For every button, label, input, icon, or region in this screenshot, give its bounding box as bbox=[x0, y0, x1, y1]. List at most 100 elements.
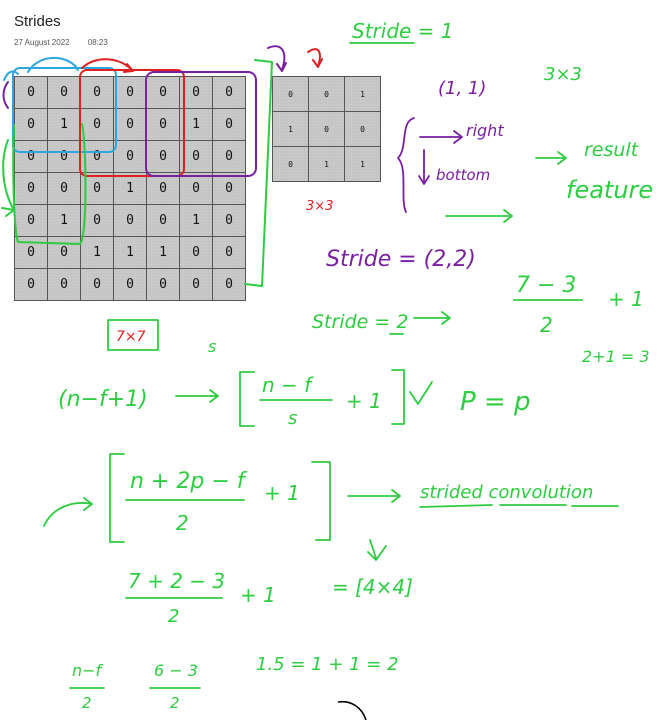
small-den1: 2 bbox=[82, 694, 92, 712]
formula1-den: s bbox=[288, 408, 297, 429]
origin-text: (1, 1) bbox=[438, 78, 486, 99]
green-left-arrow bbox=[1, 207, 15, 217]
input-matrix-cell: 0 bbox=[113, 268, 147, 301]
strided-conv-text: strided convolution bbox=[420, 482, 593, 503]
blue-window-box bbox=[12, 67, 117, 153]
kernel-matrix-cell: 1 bbox=[272, 111, 309, 147]
stride2-arrow bbox=[413, 311, 451, 325]
feature-arrow bbox=[445, 209, 513, 223]
input-matrix-cell: 0 bbox=[80, 268, 114, 301]
input-matrix-cell: 0 bbox=[47, 236, 81, 269]
note-date: 27 August 2022 bbox=[14, 38, 70, 47]
plus1-d: + 1 bbox=[240, 583, 276, 607]
note-time: 08:23 bbox=[87, 38, 108, 47]
input-matrix-cell: 0 bbox=[47, 76, 81, 109]
bottom-text: bottom bbox=[436, 166, 490, 184]
stride22-text: Stride = (2,2) bbox=[326, 247, 476, 272]
input-matrix-cell: 0 bbox=[212, 140, 246, 173]
plus1-c: + 1 bbox=[264, 481, 300, 505]
green-window-box-left bbox=[12, 123, 87, 245]
formula2-curl-arrow bbox=[43, 497, 93, 527]
input-matrix-cell: 0 bbox=[146, 172, 180, 205]
kernel-matrix-cell: 0 bbox=[308, 76, 345, 112]
kernel-matrix-cell: 1 bbox=[308, 146, 345, 182]
input-matrix-cell: 0 bbox=[179, 268, 213, 301]
formula2-den: 2 bbox=[176, 511, 189, 535]
down-arrow bbox=[418, 149, 430, 185]
green-bottom-arrow bbox=[3, 70, 19, 81]
s-label: s bbox=[208, 337, 216, 356]
input-matrix-cell: 1 bbox=[47, 108, 81, 141]
kernel-matrix-cell: 1 bbox=[344, 146, 381, 182]
small-num2: 6 − 3 bbox=[154, 661, 198, 680]
input-matrix-cell: 0 bbox=[146, 140, 180, 173]
formula2-bracket-right bbox=[311, 461, 331, 541]
input-matrix-cell: 0 bbox=[113, 108, 147, 141]
small-den2: 2 bbox=[170, 694, 180, 712]
green-left-bracket bbox=[2, 139, 15, 211]
kernel-matrix-cell: 0 bbox=[344, 111, 381, 147]
purple-window-box bbox=[145, 71, 257, 177]
strided-underline bbox=[419, 504, 619, 508]
kernel-matrix-cell: 0 bbox=[308, 111, 345, 147]
purple-brace bbox=[397, 117, 415, 213]
calc-result: = [4×4] bbox=[332, 575, 413, 599]
two-plus-one: 2+1 = 3 bbox=[582, 347, 650, 366]
calc-den: 2 bbox=[168, 606, 179, 627]
input-matrix-cell: 0 bbox=[146, 204, 180, 237]
stride1-text: Stride = 1 bbox=[352, 19, 454, 43]
formula1-arrow bbox=[175, 389, 219, 403]
p-arrow bbox=[409, 381, 433, 405]
input-matrix-cell: 1 bbox=[113, 172, 147, 205]
input-matrix-cell: 0 bbox=[14, 172, 48, 205]
input-matrix-cell: 0 bbox=[179, 172, 213, 205]
note-meta: 27 August 2022 08:23 bbox=[14, 38, 124, 47]
input-matrix-cell: 0 bbox=[14, 140, 48, 173]
blue-arrow-arc bbox=[27, 56, 79, 73]
kernel-matrix-cell: 1 bbox=[344, 76, 381, 112]
formula1-bracket-right bbox=[391, 369, 405, 425]
right-text: right bbox=[466, 121, 504, 140]
calc-num: 7 + 2 − 3 bbox=[128, 569, 225, 593]
green-window-box-right bbox=[244, 59, 273, 287]
input-matrix-cell: 0 bbox=[47, 172, 81, 205]
input-matrix-cell: 0 bbox=[212, 172, 246, 205]
kernel-size-text: 3×3 bbox=[544, 64, 582, 85]
result-text: result bbox=[584, 139, 640, 161]
input-matrix-cell: 1 bbox=[80, 236, 114, 269]
formula2-bracket-left bbox=[109, 453, 125, 543]
input-matrix-cell: 0 bbox=[212, 76, 246, 109]
input-matrix-cell: 0 bbox=[146, 268, 180, 301]
kernel-matrix-cell: 0 bbox=[272, 146, 309, 182]
input-matrix-cell: 0 bbox=[179, 236, 213, 269]
size7x7-text: 7×7 bbox=[116, 329, 146, 345]
formula1-bracket-left bbox=[239, 371, 255, 427]
note-title: Strides bbox=[14, 13, 61, 30]
formula1-left: (n−f+1) bbox=[58, 387, 148, 412]
input-matrix-cell: 0 bbox=[47, 268, 81, 301]
input-matrix-cell: 0 bbox=[146, 76, 180, 109]
frac1-den: 2 bbox=[540, 313, 553, 337]
input-matrix-cell: 0 bbox=[113, 204, 147, 237]
size7x7-box bbox=[107, 319, 159, 351]
red-curl-arrow bbox=[307, 48, 321, 67]
input-matrix-cell: 0 bbox=[146, 108, 180, 141]
red-window-box bbox=[79, 69, 185, 177]
input-matrix-cell: 0 bbox=[212, 268, 246, 301]
frac1-num: 7 − 3 bbox=[516, 273, 576, 298]
input-matrix-cell: 0 bbox=[212, 236, 246, 269]
input-matrix-cell: 0 bbox=[80, 108, 114, 141]
purple-curl-arrow bbox=[267, 45, 286, 71]
down-check-arrow bbox=[367, 539, 387, 561]
input-matrix-cell: 0 bbox=[80, 140, 114, 173]
kernel-size-red-text: 3×3 bbox=[306, 199, 333, 214]
small-num1: n−f bbox=[72, 661, 104, 680]
stride2-text: Stride = 2 bbox=[312, 311, 408, 333]
